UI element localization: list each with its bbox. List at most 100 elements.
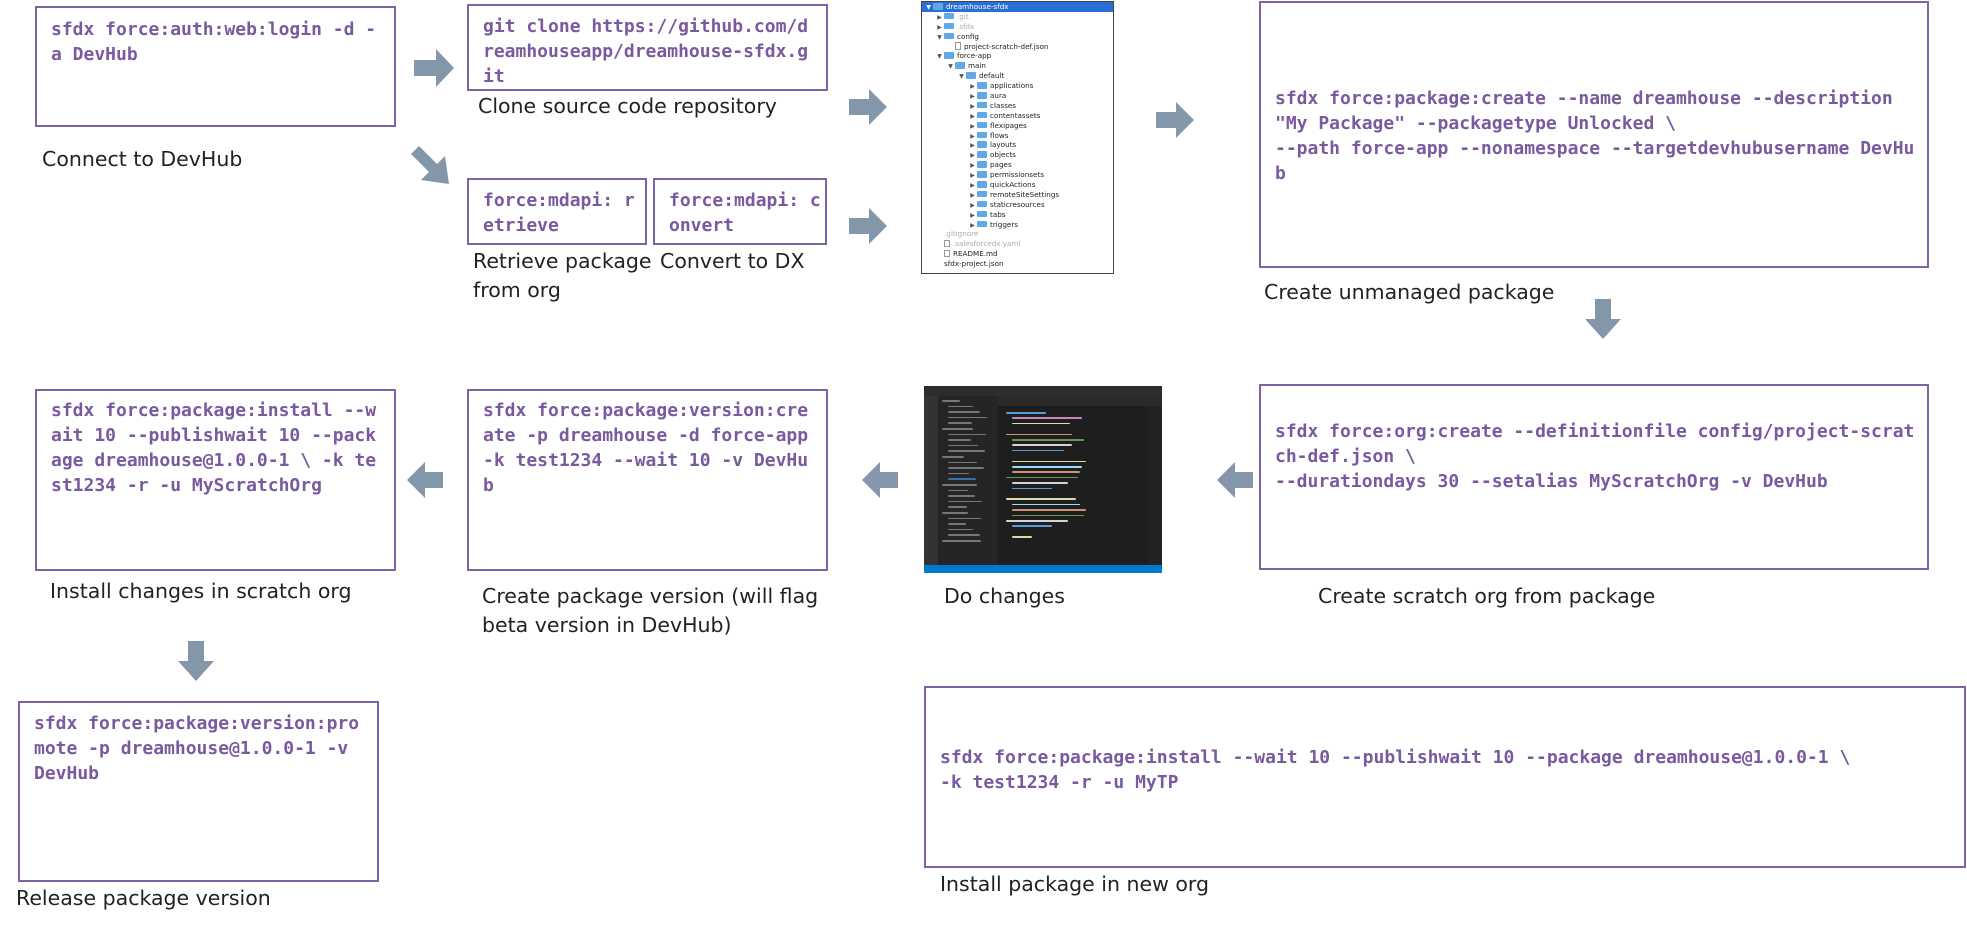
right-arrow-icon	[414, 49, 454, 87]
disclosure-closed-icon[interactable]: ▶	[970, 152, 975, 160]
finder-row[interactable]: ▶staticresources	[922, 200, 1113, 210]
finder-row-label: flexipages	[990, 120, 1027, 130]
disclosure-closed-icon[interactable]: ▶	[970, 172, 975, 180]
finder-row[interactable]: ▶ layouts	[922, 140, 1113, 150]
folder-icon	[944, 52, 954, 59]
mdapi-convert-command: force:mdapi: convert	[669, 190, 821, 236]
finder-row-label: layouts	[990, 140, 1017, 150]
finder-row-label: project-scratch-def.json	[964, 41, 1049, 51]
left-arrow-icon	[862, 462, 898, 498]
folder-icon	[977, 161, 987, 168]
folder-icon	[977, 181, 987, 188]
folder-icon	[977, 190, 987, 198]
create-package-caption: Create unmanaged package	[1264, 280, 1555, 304]
finder-row[interactable]: .gitignore	[922, 229, 1113, 239]
disclosure-closed-icon[interactable]: ▶	[970, 142, 975, 150]
finder-row-label: dreamhouse-sfdx	[946, 2, 1009, 11]
finder-row[interactable]: ▶remoteSiteSettings	[922, 190, 1113, 200]
finder-row-label: contentassets	[990, 110, 1041, 120]
disclosure-closed-icon[interactable]: ▶	[970, 93, 975, 101]
file-icon	[944, 239, 950, 248]
install-scratch-caption: Install changes in scratch org	[50, 579, 352, 603]
finder-row-label: main	[968, 61, 986, 71]
finder-row[interactable]: ▶pages	[922, 160, 1113, 170]
create-package-box: sfdx force:package:create --name dreamho…	[1259, 1, 1929, 268]
finder-row[interactable]: ▶aura	[922, 91, 1113, 101]
create-package-command: sfdx force:package:create --name dreamho…	[1275, 88, 1915, 184]
disclosure-closed-icon[interactable]: ▶	[970, 102, 975, 110]
disclosure-open-icon[interactable]: ▼	[937, 33, 942, 41]
folder-icon	[966, 72, 976, 79]
folder-icon	[977, 171, 987, 178]
finder-row[interactable]: ▶flows	[922, 131, 1113, 141]
right-arrow-icon	[849, 89, 887, 125]
finder-row[interactable]: ▶ .sfdx	[922, 22, 1113, 32]
disclosure-closed-icon[interactable]: ▶	[970, 83, 975, 91]
package-version-caption-line2: beta version in DevHub)	[482, 613, 732, 637]
scratch-org-command: sfdx force:org:create --definitionfile c…	[1275, 421, 1915, 492]
finder-row-label: .gitignore	[944, 229, 979, 239]
disclosure-closed-icon[interactable]: ▶	[970, 112, 975, 120]
finder-row[interactable]: ▶ permissionsets	[922, 170, 1113, 180]
finder-row[interactable]: ▶ applications	[922, 81, 1113, 91]
finder-row[interactable]: ▶.git	[922, 12, 1113, 22]
package-version-box: sfdx force:package:version:create -p dre…	[467, 389, 828, 571]
finder-row[interactable]: sfdx-project.json	[922, 259, 1113, 269]
package-version-caption-line1: Create package version (will flag	[482, 584, 819, 608]
connect-devhub-command: sfdx force:auth:web:login -d -a DevHub	[51, 19, 377, 65]
finder-row-label: config	[957, 31, 979, 41]
disclosure-closed-icon[interactable]: ▶	[970, 162, 975, 170]
finder-row[interactable]: ▶triggers	[922, 220, 1113, 230]
file-icon	[944, 249, 950, 258]
do-changes-caption: Do changes	[944, 584, 1065, 608]
release-version-box: sfdx force:package:version:promote -p dr…	[18, 701, 379, 882]
folder-icon	[977, 92, 987, 99]
finder-row[interactable]: ▶objects	[922, 150, 1113, 160]
finder-row[interactable]: README.md	[922, 249, 1113, 259]
finder-row[interactable]: project-scratch-def.json	[922, 42, 1113, 52]
connect-devhub-box: sfdx force:auth:web:login -d -a DevHub	[35, 6, 396, 127]
disclosure-closed-icon[interactable]: ▶	[970, 132, 975, 140]
file-icon	[955, 42, 961, 50]
clone-repo-box: git clone https://github.com/dreamhousea…	[467, 4, 828, 91]
finder-row[interactable]: ▶tabs	[922, 210, 1113, 220]
disclosure-closed-icon[interactable]: ▶	[970, 201, 975, 209]
finder-row[interactable]: .salesforcedx.yaml	[922, 239, 1113, 249]
scratch-org-caption: Create scratch org from package	[1318, 584, 1656, 608]
finder-row[interactable]: ▼ dreamhouse-sfdx	[922, 2, 1113, 12]
finder-row[interactable]: ▼ force-app	[922, 51, 1113, 61]
disclosure-closed-icon[interactable]: ▶	[970, 211, 975, 219]
folder-icon	[933, 3, 943, 10]
mdapi-retrieve-box: force:mdapi: retrieve	[467, 178, 647, 245]
finder-row[interactable]: ▼default	[922, 71, 1113, 81]
finder-row[interactable]: ▼ config	[922, 32, 1113, 42]
disclosure-closed-icon[interactable]: ▶	[937, 23, 942, 31]
disclosure-closed-icon[interactable]: ▶	[970, 191, 975, 199]
finder-row-label: force-app	[957, 51, 992, 61]
disclosure-open-icon[interactable]: ▼	[959, 73, 964, 81]
finder-row[interactable]: ▶quickActions	[922, 180, 1113, 190]
release-version-command: sfdx force:package:version:promote -p dr…	[34, 713, 360, 784]
install-new-org-box: sfdx force:package:install --wait 10 --p…	[924, 686, 1966, 868]
folder-icon	[977, 82, 987, 89]
folder-icon	[944, 22, 954, 30]
disclosure-open-icon[interactable]: ▼	[937, 53, 942, 61]
disclosure-closed-icon[interactable]: ▶	[970, 221, 975, 229]
clone-repo-caption: Clone source code repository	[478, 94, 777, 118]
disclosure-closed-icon[interactable]: ▶	[937, 13, 942, 21]
finder-row-label: permissionsets	[990, 170, 1044, 180]
disclosure-closed-icon[interactable]: ▶	[970, 182, 975, 190]
finder-row[interactable]: ▶classes	[922, 101, 1113, 111]
finder-row[interactable]: ▼ main	[922, 61, 1113, 71]
finder-row[interactable]: ▶ flexipages	[922, 121, 1113, 131]
disclosure-open-icon[interactable]: ▼	[948, 63, 953, 71]
folder-icon	[955, 62, 965, 69]
folder-icon	[944, 12, 954, 20]
finder-row[interactable]: ▶ contentassets	[922, 111, 1113, 121]
disclosure-open-icon[interactable]: ▼	[926, 4, 931, 11]
disclosure-closed-icon[interactable]: ▶	[970, 122, 975, 130]
package-version-command: sfdx force:package:version:create -p dre…	[483, 400, 819, 496]
finder-row-label: .sfdx	[957, 21, 975, 31]
install-scratch-command: sfdx force:package:install --wait 10 --p…	[51, 400, 377, 496]
finder-row-label: applications	[990, 81, 1034, 91]
